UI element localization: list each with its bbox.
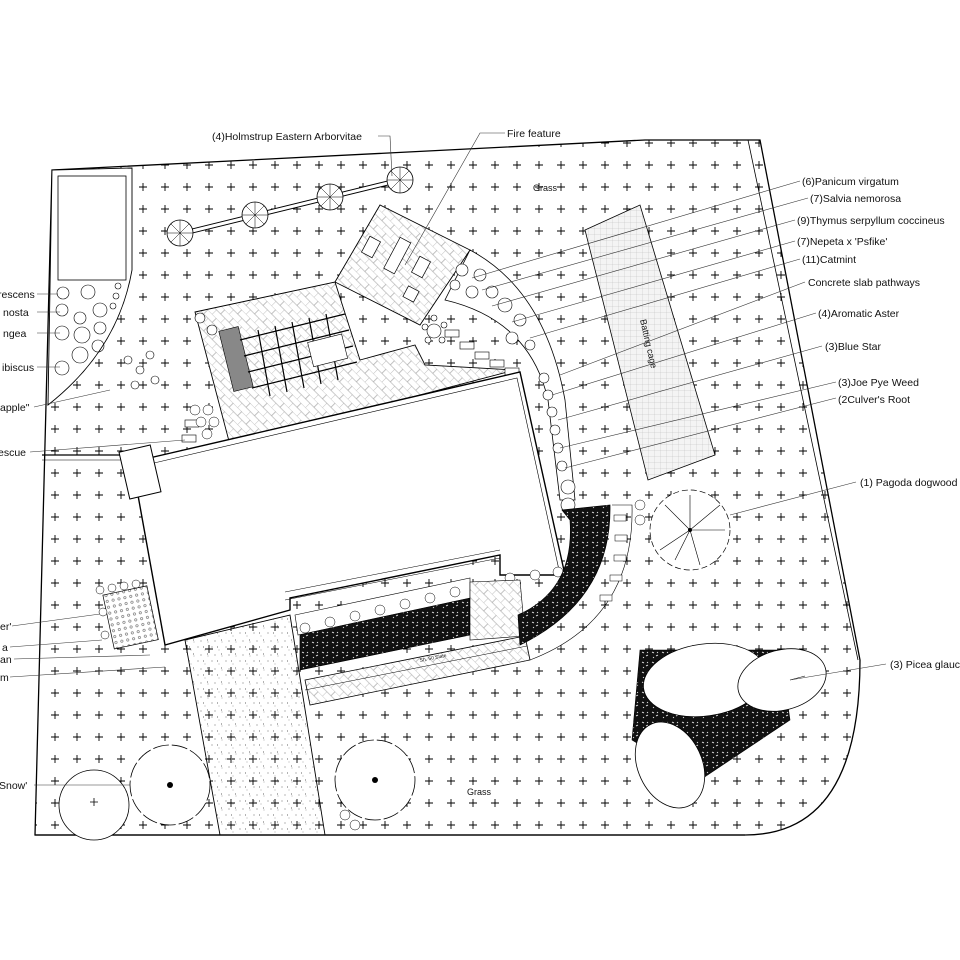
callout-aromatic-aster: (4)Aromatic Aster xyxy=(818,308,900,320)
right-callouts: (6)Panicum virgatum (7)Salvia nemorosa (… xyxy=(797,176,960,671)
callout-pagoda-dogwood: (1) Pagoda dogwood xyxy=(860,477,958,489)
callout-panicum: (6)Panicum virgatum xyxy=(802,176,899,188)
fire-feature xyxy=(361,235,431,303)
callout-nepeta: (7)Nepeta x 'Psfike' xyxy=(797,236,887,248)
callout-left-11: Snow' xyxy=(0,780,27,792)
right-bed-plants xyxy=(449,263,576,513)
callout-slab-pathways: Concrete slab pathways xyxy=(808,277,920,289)
front-trees xyxy=(58,739,416,841)
label-grass-bottom: Grass xyxy=(467,787,492,797)
callout-culvers-root: (2Culver's Root xyxy=(838,394,910,406)
callout-left-5: apple" xyxy=(0,402,30,414)
patio-furniture xyxy=(421,314,448,344)
callout-left-10: m xyxy=(0,672,9,684)
slab-text: Sh. 50 Slate xyxy=(419,653,447,664)
label-fire-feature: Fire feature xyxy=(507,128,561,140)
left-planter-box xyxy=(57,175,127,281)
batting-cage xyxy=(584,204,716,481)
site-boundary-inner xyxy=(645,139,859,661)
callout-left-3: ngea xyxy=(3,328,27,340)
callout-left-8: a xyxy=(2,642,8,654)
callout-left-2: nosta xyxy=(3,307,29,319)
callout-left-4: ibiscus xyxy=(2,362,34,374)
callout-left-9: an xyxy=(0,654,12,666)
callout-catmint: (11)Catmint xyxy=(802,254,856,266)
callout-left-7: er' xyxy=(0,621,11,633)
pergola xyxy=(218,313,358,397)
driveway xyxy=(184,614,326,836)
house-bump xyxy=(118,444,162,500)
picea-glauca-group xyxy=(631,642,827,809)
callout-left-6: escue xyxy=(0,447,26,459)
pagoda-dogwood xyxy=(649,489,731,571)
house xyxy=(131,371,566,646)
callout-picea-glauca: (3) Picea glauca xyxy=(890,659,960,671)
left-callouts: rescens nosta ngea ibiscus apple" escue … xyxy=(0,289,35,792)
callout-joe-pye: (3)Joe Pye Weed xyxy=(838,377,919,389)
front-bed-left xyxy=(102,585,159,650)
callout-blue-star: (3)Blue Star xyxy=(825,341,882,353)
callout-leaders xyxy=(9,132,887,786)
label-grass-top: Grass xyxy=(533,183,558,193)
label-arborvitae: (4)Holmstrup Eastern Arborvitae xyxy=(212,131,362,143)
callout-left-1: rescens xyxy=(0,289,35,301)
callout-thymus: (9)Thymus serpyllum coccineus xyxy=(797,215,945,227)
callout-salvia: (7)Salvia nemorosa xyxy=(810,193,901,205)
side-mulch-bed xyxy=(517,504,611,646)
